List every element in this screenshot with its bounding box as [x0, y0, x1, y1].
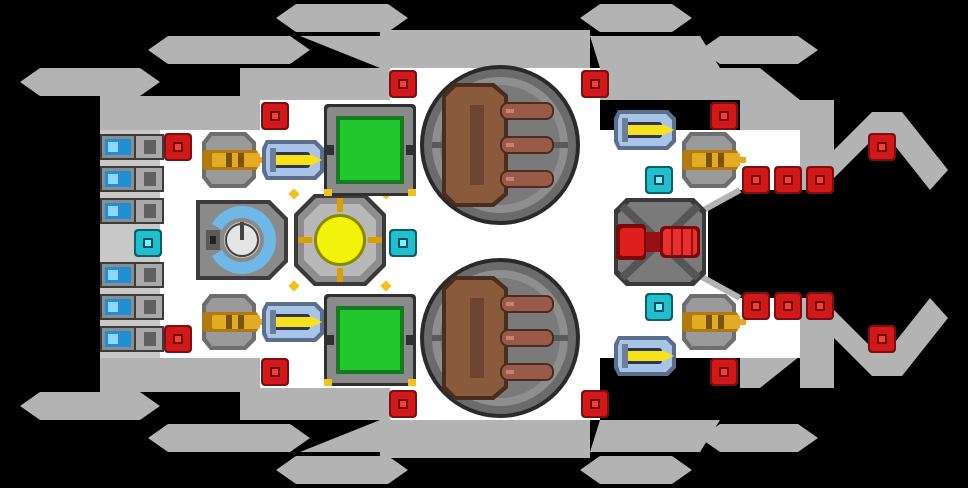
missile-launcher-icon[interactable] — [262, 302, 324, 342]
thruster-icon[interactable] — [614, 198, 706, 286]
red-block-icon[interactable] — [774, 166, 802, 194]
cannon-turret-icon[interactable] — [420, 258, 580, 418]
cyan-block-icon[interactable] — [134, 229, 162, 257]
reactor-core-icon[interactable] — [288, 188, 392, 292]
ship-hull — [20, 4, 948, 484]
red-block-icon[interactable] — [261, 358, 289, 386]
red-block-icon[interactable] — [774, 292, 802, 320]
red-block-icon[interactable] — [261, 102, 289, 130]
shield-generator-icon[interactable] — [196, 200, 288, 280]
cyan-block-icon[interactable] — [645, 293, 673, 321]
red-block-icon[interactable] — [710, 358, 738, 386]
cargo-panel-icon[interactable] — [324, 104, 416, 196]
missile-launcher-icon[interactable] — [614, 336, 676, 376]
cannon-turret-icon[interactable] — [420, 65, 580, 225]
red-block-icon[interactable] — [164, 325, 192, 353]
red-block-icon[interactable] — [868, 325, 896, 353]
engine-cell-icon[interactable] — [100, 294, 164, 320]
red-block-icon[interactable] — [389, 70, 417, 98]
red-block-icon[interactable] — [806, 292, 834, 320]
red-block-icon[interactable] — [868, 133, 896, 161]
missile-launcher-icon[interactable] — [262, 140, 324, 180]
engine-cell-icon[interactable] — [100, 198, 164, 224]
cyan-block-icon[interactable] — [645, 166, 673, 194]
missile-launcher-icon[interactable] — [614, 110, 676, 150]
red-block-icon[interactable] — [164, 133, 192, 161]
engine-cell-icon[interactable] — [100, 166, 164, 192]
hull-notch — [708, 190, 800, 298]
red-block-icon[interactable] — [742, 292, 770, 320]
cargo-panel-icon[interactable] — [324, 294, 416, 386]
red-block-icon[interactable] — [581, 390, 609, 418]
red-block-icon[interactable] — [581, 70, 609, 98]
engine-cell-icon[interactable] — [100, 134, 164, 160]
red-block-icon[interactable] — [710, 102, 738, 130]
engine-cell-icon[interactable] — [100, 326, 164, 352]
engine-cell-icon[interactable] — [100, 262, 164, 288]
red-block-icon[interactable] — [742, 166, 770, 194]
cyan-block-icon[interactable] — [389, 229, 417, 257]
red-block-icon[interactable] — [389, 390, 417, 418]
red-block-icon[interactable] — [806, 166, 834, 194]
